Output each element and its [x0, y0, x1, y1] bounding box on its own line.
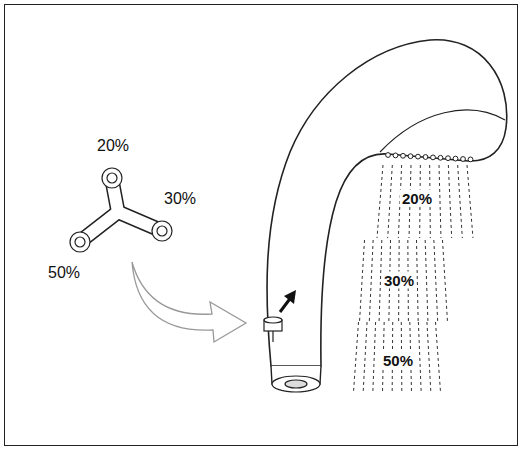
flow-restrictor [70, 168, 172, 252]
water-jet [354, 322, 359, 392]
flow-label: 50% [381, 352, 415, 369]
nozzle [401, 153, 406, 158]
water-jet [425, 240, 428, 322]
flow-label: 20% [400, 190, 434, 207]
inlet-hole [285, 380, 307, 388]
nozzle [453, 156, 458, 161]
nozzle [423, 155, 428, 160]
water-jet [377, 165, 383, 238]
water-jet [417, 240, 419, 322]
nozzle [386, 153, 391, 158]
curved-arrow [132, 262, 246, 342]
restrictor-label: 50% [48, 265, 80, 281]
water-jet [418, 322, 421, 392]
water-jet [369, 240, 373, 322]
head-face-edge [380, 110, 505, 152]
water-jet [363, 322, 367, 392]
water-jet [439, 165, 441, 238]
water-jet [443, 240, 448, 322]
water-jet [467, 165, 473, 238]
water-jet [360, 240, 365, 322]
water-jet [434, 240, 438, 322]
water-jet [373, 322, 376, 392]
handle-opening [272, 376, 320, 392]
water-jet [427, 322, 431, 392]
water-jet [388, 165, 393, 238]
nozzle [446, 156, 451, 161]
nozzle [416, 154, 421, 159]
nozzle [431, 155, 436, 160]
nozzle [438, 155, 443, 160]
shower-head [267, 40, 507, 366]
restrictor-label: 20% [97, 138, 129, 154]
nozzle [408, 154, 413, 159]
nozzle [393, 153, 398, 158]
nozzle [468, 157, 473, 162]
nozzle [461, 157, 466, 162]
flow-label: 30% [382, 272, 416, 289]
water-jet [458, 165, 463, 238]
water-jets [354, 165, 474, 392]
restrictor-label: 30% [164, 191, 196, 207]
water-jet [448, 165, 451, 238]
nozzles [386, 153, 473, 162]
insert-arrowhead [284, 290, 296, 304]
restrictor-insert [264, 317, 282, 342]
frame [5, 5, 518, 446]
water-jet [436, 322, 441, 392]
